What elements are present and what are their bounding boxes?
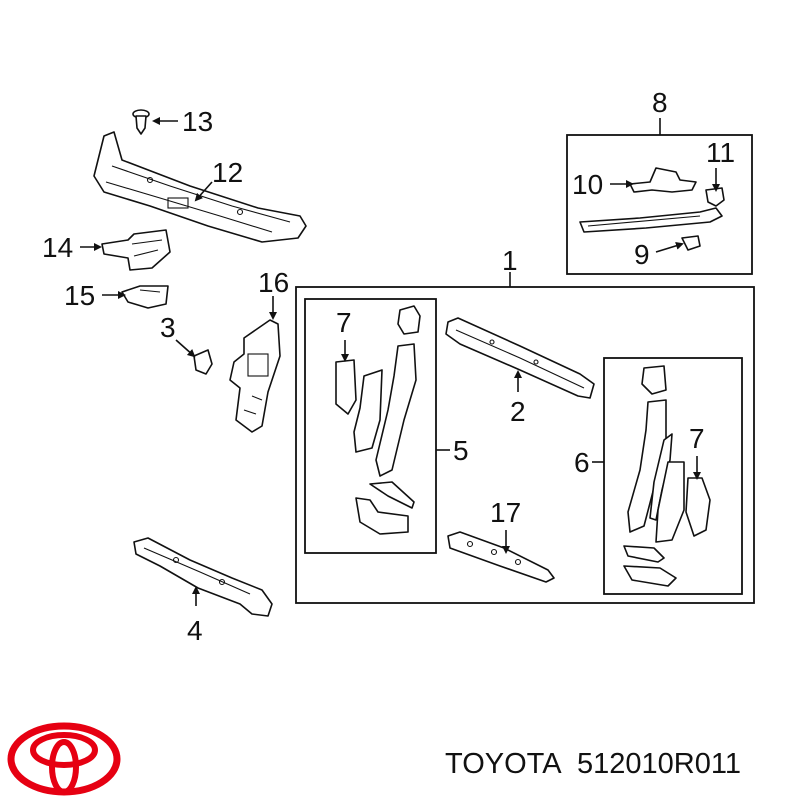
part-2-upper-tie-bar — [445, 317, 595, 399]
part-12-upper-cover — [93, 131, 307, 243]
group-6-parts — [623, 365, 711, 587]
callout-12: 12 — [212, 157, 243, 188]
group-box-5 — [304, 298, 437, 554]
part-16-side-bracket — [229, 319, 281, 433]
callout-15: 15 — [64, 280, 95, 311]
group-8-parts — [579, 167, 725, 251]
callout-13: 13 — [182, 106, 213, 137]
callout-14: 14 — [42, 232, 73, 263]
callout-3: 3 — [160, 312, 176, 343]
callout-11: 11 — [706, 137, 735, 168]
callout-7a: 7 — [336, 307, 352, 338]
callout-8: 8 — [652, 87, 668, 118]
part-number: 512010R011 — [577, 748, 741, 780]
callout-17: 17 — [490, 497, 521, 528]
arrow-9 — [655, 241, 684, 253]
callout-6: 6 — [574, 447, 590, 478]
toyota-logo-icon — [7, 722, 121, 796]
group-box-6 — [603, 357, 743, 595]
part-4-lower-support — [133, 537, 273, 617]
part-3-bracket — [193, 349, 213, 375]
callout-16: 16 — [258, 267, 289, 298]
callout-10: 10 — [572, 169, 603, 200]
callout-5: 5 — [453, 435, 469, 466]
part-14-bracket — [101, 229, 171, 271]
assembly-box-1 — [295, 286, 755, 604]
part-13-clip — [132, 109, 150, 135]
part-17-lower-tie-bar — [447, 531, 555, 583]
callout-4: 4 — [187, 615, 203, 646]
arrow-12 — [194, 181, 213, 202]
part-15-bracket — [121, 285, 169, 309]
callout-7b: 7 — [689, 423, 705, 454]
callout-9: 9 — [634, 239, 650, 270]
callout-2: 2 — [510, 396, 526, 427]
brand-name: TOYOTA — [445, 748, 562, 780]
callout-1: 1 — [502, 245, 518, 276]
group-5-parts — [335, 305, 421, 535]
arrow-3 — [175, 339, 196, 358]
